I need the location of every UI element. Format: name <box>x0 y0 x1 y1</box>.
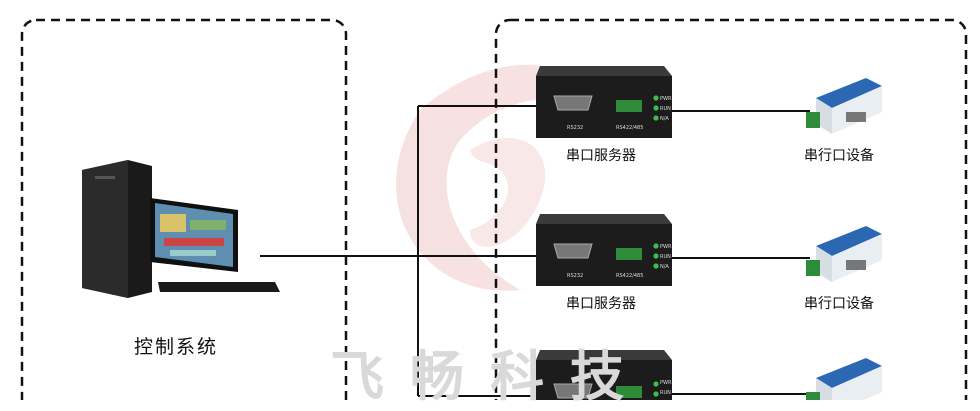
serial-server-3 <box>536 350 672 400</box>
server-2-led-pwr: PWR <box>660 244 672 250</box>
db9-port-icon <box>553 383 593 399</box>
server-1-led-run: RUN <box>660 106 671 112</box>
serial-server-1 <box>536 66 672 138</box>
server-2-terminal-label: RS422/485 <box>616 273 643 279</box>
server-3-led-pwr: PWR <box>660 380 672 386</box>
field-zone-box <box>494 18 968 400</box>
server-1-terminal-label: RS422/485 <box>616 125 643 131</box>
db9-port-icon <box>553 95 593 111</box>
device-1-label: 串行口设备 <box>804 148 874 164</box>
serial-device-2 <box>806 226 882 282</box>
server-2-port-label: RS232 <box>567 273 583 279</box>
watermark-text: 飞畅科技 <box>330 345 650 408</box>
server-1-port-label: RS232 <box>567 125 583 131</box>
computer-icon <box>82 160 280 298</box>
server-1-label: 串口服务器 <box>566 148 636 164</box>
serial-server-2 <box>536 214 672 286</box>
control-zone-box <box>20 18 348 400</box>
server-2-label: 串口服务器 <box>566 296 636 312</box>
device-2-label: 串行口设备 <box>804 296 874 312</box>
server-2-led-run: RUN <box>660 254 671 260</box>
network-lines <box>260 105 810 397</box>
serial-device-3 <box>806 358 882 400</box>
db9-port-icon <box>553 243 593 259</box>
server-3-led-run: RUN <box>660 390 671 396</box>
server-2-led-na: N/A <box>660 264 669 270</box>
control-system-label: 控制系统 <box>134 336 219 358</box>
watermark-logo <box>396 64 600 291</box>
server-1-led-pwr: PWR <box>660 96 672 102</box>
server-1-led-na: N/A <box>660 116 669 122</box>
serial-device-1 <box>806 78 882 134</box>
